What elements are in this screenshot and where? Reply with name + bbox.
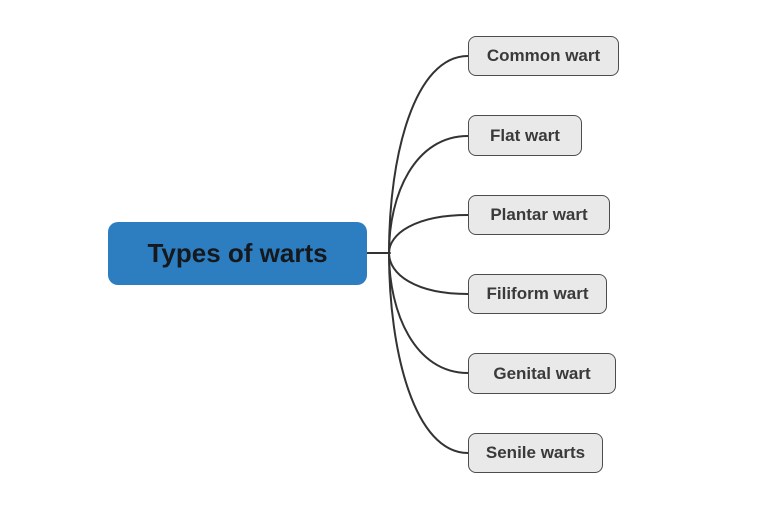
edge-flat-wart [388,135,469,254]
edge-plantar-wart [388,214,469,254]
child-node-genital-wart[interactable]: Genital wart [468,353,616,394]
child-node-flat-wart[interactable]: Flat wart [468,115,582,156]
child-node-label: Filiform wart [486,284,589,303]
root-node-label: Types of warts [147,238,328,268]
child-node-senile-warts[interactable]: Senile warts [468,433,603,473]
child-node-label: Plantar wart [490,205,588,224]
edge-genital-wart [388,252,469,374]
child-node-label: Common wart [486,46,601,65]
root-node-types-of-warts[interactable]: Types of warts [108,222,367,285]
child-node-label: Genital wart [493,363,591,383]
child-node-plantar-wart[interactable]: Plantar wart [468,195,610,235]
edge-filiform-wart [388,252,469,295]
child-node-label: Senile warts [485,443,586,462]
child-node-filiform-wart[interactable]: Filiform wart [468,274,607,314]
edge-common-wart [388,55,469,254]
child-node-common-wart[interactable]: Common wart [468,36,619,76]
edge-senile-warts [388,252,469,454]
child-node-label: Flat wart [490,125,560,145]
